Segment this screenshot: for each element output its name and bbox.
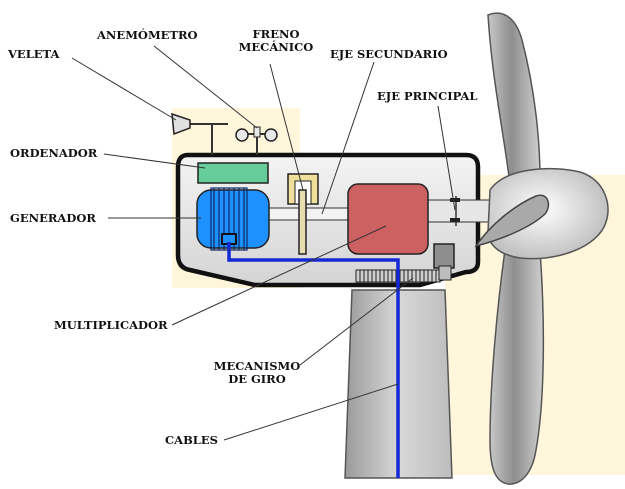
label-cables: CABLES: [165, 433, 218, 447]
label-veleta: VELETA: [8, 47, 60, 61]
leader-lines: [71, 45, 456, 441]
gearbox: [347, 183, 429, 255]
generator: [196, 189, 270, 249]
label-freno-line1: FRENO: [252, 27, 300, 41]
label-mecanismo-line2: DE GIRO: [228, 372, 286, 386]
leader-anemometro: [153, 45, 258, 129]
leader-freno: [269, 63, 304, 191]
yaw-motor: [433, 243, 455, 269]
wind-vane: [171, 112, 228, 155]
label-multiplicador: MULTIPLICADOR: [54, 318, 168, 332]
rotor-hub: [487, 167, 609, 260]
leader-ordenador: [103, 153, 206, 169]
leader-cables: [223, 383, 399, 441]
label-freno-line2: MECÁNICO: [238, 40, 314, 54]
shaft-bolt-top: [450, 198, 460, 202]
label-eje-secundario: EJE SECUNDARIO: [330, 47, 448, 61]
secondary-shaft: [267, 207, 351, 221]
leader-eje-secundario: [321, 61, 375, 215]
label-eje-principal: EJE PRINCIPAL: [377, 89, 478, 103]
leader-veleta: [71, 57, 177, 121]
blade-front: [474, 194, 550, 248]
label-generador: GENERADOR: [10, 211, 96, 225]
label-freno-mecanico: FRENO MECÁNICO: [236, 28, 316, 54]
leader-multiplicador: [171, 225, 387, 326]
yaw-motor-gear: [438, 265, 452, 281]
blade-lower: [489, 249, 545, 485]
leader-eje-principal: [437, 105, 456, 211]
mechanical-brake-disc: [298, 189, 307, 255]
computer: [197, 162, 269, 184]
blade-upper: [487, 12, 541, 186]
shaft-bolt-bottom: [450, 218, 460, 222]
anemometer: [235, 126, 278, 155]
yaw-gear-teeth: [359, 270, 437, 282]
label-mecanismo-line1: MECANISMO: [213, 359, 301, 373]
label-mecanismo-de-giro: MECANISMO DE GIRO: [212, 360, 302, 386]
label-ordenador: ORDENADOR: [10, 146, 98, 160]
leader-mecanismo: [299, 277, 414, 366]
label-anemometro: ANEMÓMETRO: [97, 28, 198, 42]
